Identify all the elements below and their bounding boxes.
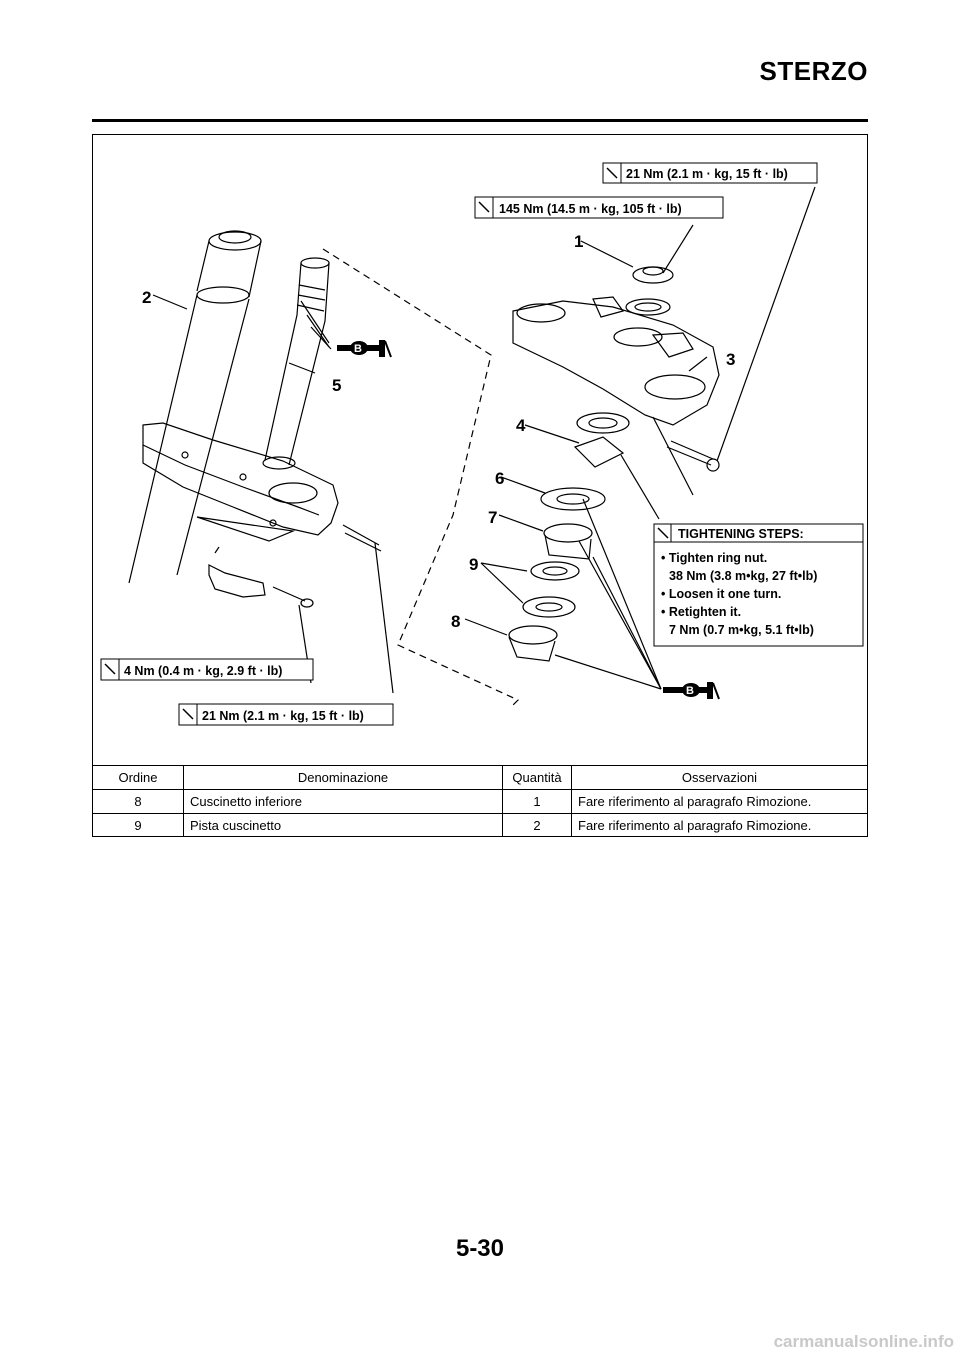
svg-text:21 Nm (2.1 m · kg, 15 ft · lb): 21 Nm (2.1 m · kg, 15 ft · lb) — [626, 167, 788, 181]
tightening-steps-box: TIGHTENING STEPS: • Tighten ring nut. 38… — [653, 523, 864, 647]
lower-bracket — [142, 422, 382, 552]
steering-exploded-diagram: 1 2 3 4 5 6 7 8 9 21 Nm (2.1 m · kg, 15 … — [100, 162, 864, 726]
torque-wrench-icon — [606, 167, 618, 179]
torque-label-top: 21 Nm (2.1 m · kg, 15 ft · lb) — [602, 162, 818, 184]
grease-icon-stem: B — [337, 340, 392, 358]
watermark: carmanualsonline.info — [773, 1332, 954, 1351]
callout-9: 9 — [469, 555, 478, 574]
torque-wrench-icon — [657, 527, 669, 539]
callout-7: 7 — [488, 508, 497, 527]
fork-tube — [128, 230, 262, 584]
svg-text:145 Nm (14.5 m · kg, 105 ft ·: 145 Nm (14.5 m · kg, 105 ft · lb) — [499, 202, 682, 216]
svg-text:7 Nm (0.7 m•kg, 5.1 ft•lb): 7 Nm (0.7 m•kg, 5.1 ft•lb) — [669, 623, 814, 637]
table-row: 8 Cuscinetto inferiore 1 Fare riferiment… — [93, 789, 867, 814]
torque-label-bottom: 21 Nm (2.1 m · kg, 15 ft · lb) — [178, 703, 394, 726]
cell-denominazione: Pista cuscinetto — [183, 813, 503, 837]
callout-2: 2 — [142, 288, 151, 307]
svg-text:• Loosen it one turn.: • Loosen it one turn. — [661, 587, 781, 601]
page-title: STERZO — [759, 56, 868, 86]
svg-text:• Tighten ring nut.: • Tighten ring nut. — [661, 551, 767, 565]
cell-quantita: 1 — [502, 789, 572, 814]
svg-text:• Retighten it.: • Retighten it. — [661, 605, 741, 619]
steering-stem — [262, 257, 330, 470]
header-ordine: Ordine — [93, 765, 184, 790]
upper-bracket — [512, 296, 720, 496]
torque-label-stem-nut: 145 Nm (14.5 m · kg, 105 ft · lb) — [474, 196, 724, 219]
cell-quantita: 2 — [502, 813, 572, 837]
callout-3: 3 — [726, 350, 735, 369]
cell-ordine: 9 — [93, 813, 184, 837]
header-osservazioni: Osservazioni — [571, 765, 867, 790]
svg-text:21 Nm (2.1 m · kg, 15 ft · lb): 21 Nm (2.1 m · kg, 15 ft · lb) — [202, 709, 364, 723]
grease-icon-bearings: B — [663, 682, 720, 700]
header-quantita: Quantità — [502, 765, 572, 790]
table-row: 9 Pista cuscinetto 2 Fare riferimento al… — [93, 813, 867, 837]
svg-text:B: B — [354, 343, 362, 355]
callout-8: 8 — [451, 612, 460, 631]
cell-denominazione: Cuscinetto inferiore — [183, 789, 503, 814]
torque-wrench-icon — [478, 201, 490, 213]
svg-text:38 Nm (3.8 m•kg, 27 ft•lb): 38 Nm (3.8 m•kg, 27 ft•lb) — [669, 569, 817, 583]
callout-5: 5 — [332, 376, 341, 395]
svg-text:4 Nm (0.4 m · kg, 2.9 ft · lb): 4 Nm (0.4 m · kg, 2.9 ft · lb) — [124, 664, 282, 678]
torque-wrench-icon — [104, 663, 116, 675]
cell-osservazioni: Fare riferimento al paragrafo Rimozione. — [571, 813, 867, 837]
figure-frame: 1 2 3 4 5 6 7 8 9 21 Nm (2.1 m · kg, 15 … — [92, 134, 868, 837]
header-denominazione: Denominazione — [183, 765, 503, 790]
callout-4: 4 — [516, 416, 526, 435]
cell-osservazioni: Fare riferimento al paragrafo Rimozione. — [571, 789, 867, 814]
torque-label-hose-guide: 4 Nm (0.4 m · kg, 2.9 ft · lb) — [100, 658, 314, 681]
cell-ordine: 8 — [93, 789, 184, 814]
svg-text:B: B — [686, 685, 694, 697]
parts-table: Ordine Denominazione Quantità Osservazio… — [93, 765, 867, 837]
callout-1: 1 — [574, 232, 583, 251]
svg-text:TIGHTENING STEPS:: TIGHTENING STEPS: — [678, 527, 804, 541]
torque-wrench-icon — [182, 708, 194, 720]
callout-6: 6 — [495, 469, 504, 488]
title-rule — [92, 119, 868, 122]
page-number: 5-30 — [455, 1235, 505, 1262]
table-header: Ordine Denominazione Quantità Osservazio… — [93, 765, 867, 790]
